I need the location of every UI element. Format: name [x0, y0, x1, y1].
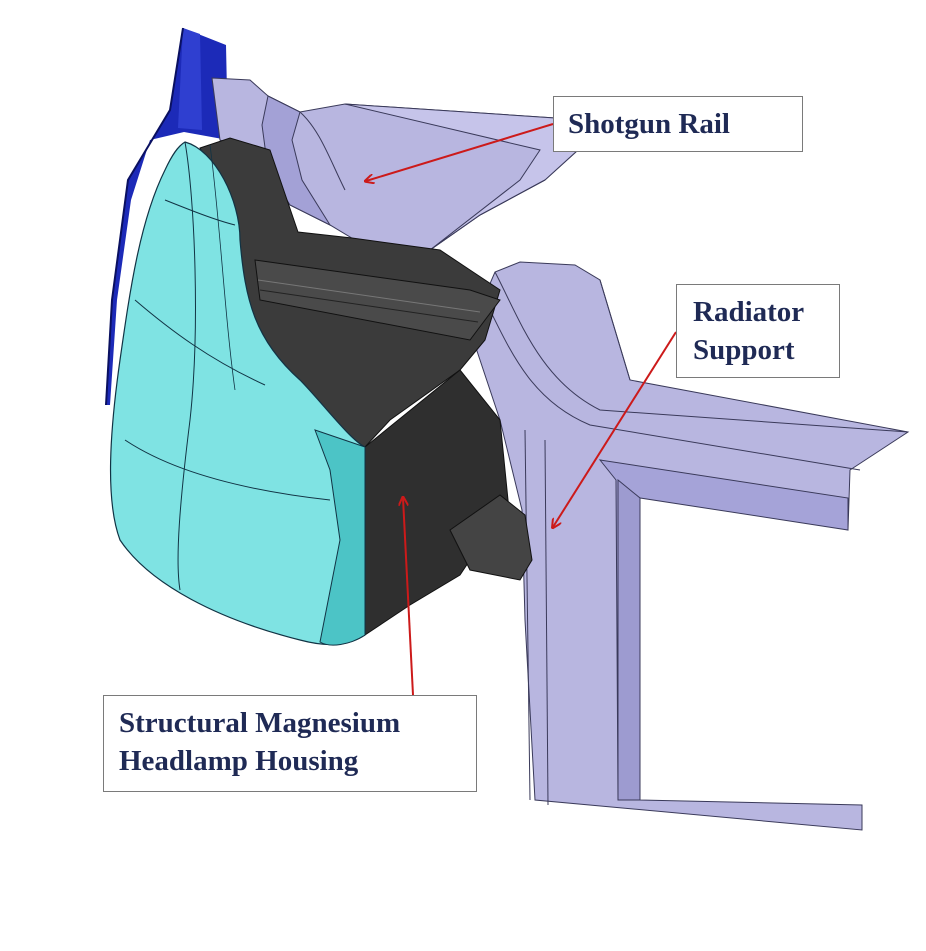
radiator-support-arrow [553, 331, 677, 527]
radiator-support-label-line2: Support [693, 334, 795, 366]
fender-panel [105, 27, 228, 406]
shotgun-rail-arrow [366, 123, 554, 181]
radiator-support-label-line1: Radiator [693, 296, 805, 328]
shotgun-rail-part [211, 77, 579, 256]
headlamp-housing-label-line1: Structural Magnesium [119, 707, 401, 739]
headlamp-lens-part [109, 141, 366, 646]
radiator-support-label: Radiator Support [676, 284, 840, 378]
callout-arrows [366, 123, 677, 696]
radiator-support-part [469, 261, 910, 831]
headlamp-housing-label: Structural Magnesium Headlamp Housing [103, 695, 477, 792]
shotgun-rail-label-text: Shotgun Rail [568, 108, 730, 140]
housing-arrow [403, 498, 414, 696]
shotgun-rail-label: Shotgun Rail [553, 96, 803, 152]
headlamp-housing-label-line2: Headlamp Housing [119, 745, 359, 777]
headlamp-housing-part [199, 137, 533, 636]
